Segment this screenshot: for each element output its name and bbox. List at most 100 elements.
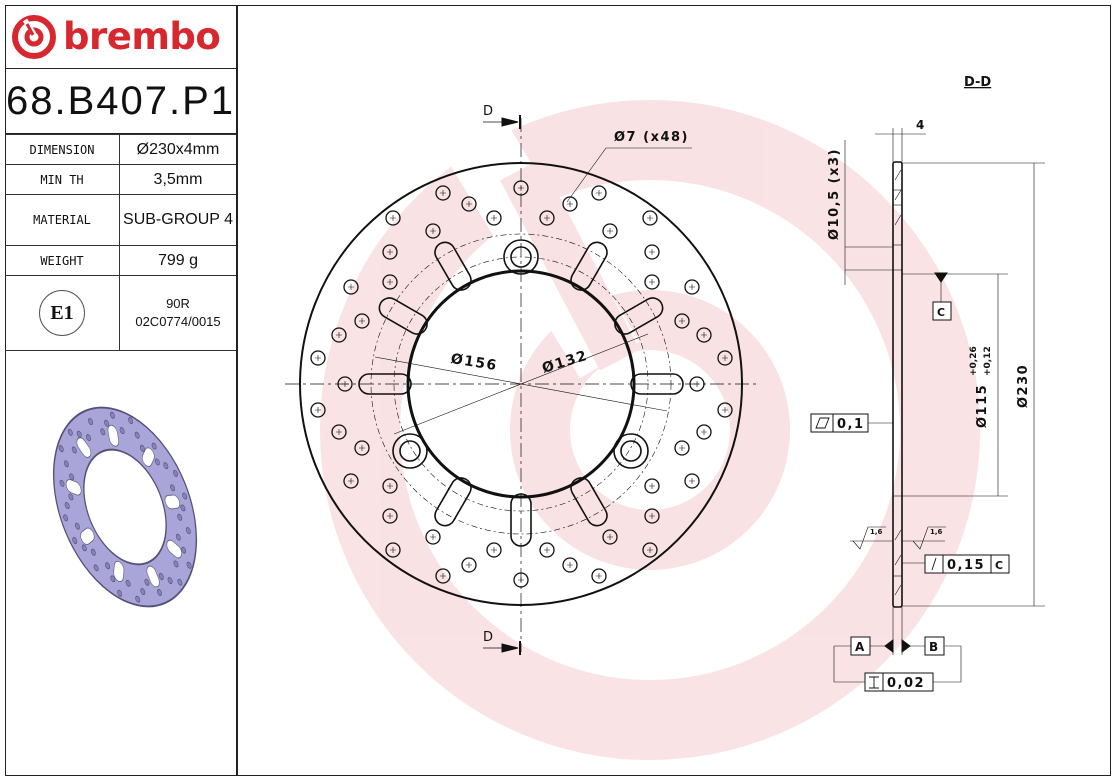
part-number-cell: 68.B407.P1 [5, 69, 236, 134]
inner-tol-upper: +0,26 [969, 346, 979, 376]
mount-holes [392, 239, 649, 469]
drill-hole [642, 210, 658, 226]
spec-row-weight: WEIGHT 799 g [5, 245, 236, 276]
drill-hole [385, 210, 401, 226]
bolt-hole-dim: Ø10,5 (x3) [827, 148, 842, 240]
drill-hole [717, 350, 733, 366]
spec-value: 799 g [119, 245, 236, 276]
datum-c-label: C [937, 306, 945, 319]
drill-hole [717, 402, 733, 418]
drill-hole [674, 313, 690, 329]
drill-hole [602, 529, 618, 545]
parallelism-value: 0,02 [887, 676, 925, 691]
drill-hole [513, 180, 529, 196]
spec-table: DIMENSION Ø230x4mm MIN TH 3,5mm MATERIAL… [5, 134, 236, 351]
inner-tol-lower: +0,12 [983, 346, 993, 376]
flatness-symbol [815, 417, 830, 429]
section-view [810, 128, 1045, 692]
drill-holes [310, 180, 733, 588]
roughness-left: 1,6 [870, 528, 883, 536]
drill-hole [644, 244, 660, 260]
drill-hole [385, 542, 401, 558]
drill-hole [562, 196, 578, 212]
drill-hole [354, 440, 370, 456]
drill-hole [696, 424, 712, 440]
flatness-value: 0,1 [837, 417, 865, 432]
drill-hole [310, 402, 326, 418]
drill-hole [425, 529, 441, 545]
drill-hole [461, 557, 477, 573]
disc-isometric-image [52, 406, 198, 608]
brand-logo: brembo [5, 5, 236, 69]
drill-hole [310, 350, 326, 366]
drill-hole [591, 185, 607, 201]
drill-hole [562, 557, 578, 573]
section-title: D-D [964, 75, 991, 90]
drill-hole [644, 478, 660, 494]
inner-dia-dim: Ø115 [975, 384, 990, 428]
section-marker-bottom: D [483, 630, 493, 645]
spec-label: MIN TH [5, 164, 120, 195]
drill-hole [343, 473, 359, 489]
drill-hole [337, 376, 353, 392]
drawing-frame [5, 5, 1111, 776]
runout-symbol [931, 557, 937, 571]
roughness-right: 1,6 [930, 528, 943, 536]
disc-section [892, 161, 903, 608]
drill-hole [642, 542, 658, 558]
spec-value: SUB-GROUP 4 [119, 194, 236, 246]
slots [358, 241, 684, 547]
drill-hole [486, 210, 502, 226]
parallelism-symbol [869, 676, 879, 689]
e1-approval-mark: E1 [39, 290, 85, 336]
spec-value: Ø230x4mm [119, 134, 236, 165]
drill-hole [461, 196, 477, 212]
drill-hole [539, 542, 555, 558]
drill-hole [684, 473, 700, 489]
drill-hole [644, 508, 660, 524]
drill-hole [425, 223, 441, 239]
drill-hole [343, 279, 359, 295]
drill-hole [539, 210, 555, 226]
runout-datum: C [995, 559, 1003, 572]
drill-hole [382, 244, 398, 260]
brand-name: brembo [63, 15, 221, 58]
outer-dia-dim: Ø230 [1016, 364, 1031, 408]
drill-hole [486, 542, 502, 558]
runout-value: 0,15 [947, 558, 985, 573]
drill-hole [382, 508, 398, 524]
drill-hole [382, 478, 398, 494]
part-number: 68.B407.P1 [5, 78, 236, 123]
drill-hole [331, 424, 347, 440]
title-block: brembo 68.B407.P1 DIMENSION Ø230x4mm MIN… [5, 5, 238, 776]
datum-a-label: A [855, 640, 865, 654]
drill-hole [644, 274, 660, 290]
spec-label: MATERIAL [5, 194, 120, 246]
front-view [285, 115, 760, 655]
cert-number: 02C0774/0015 [135, 314, 221, 329]
cert-text: 90R 02C0774/0015 [119, 275, 236, 351]
dia-156-label: Ø156 [450, 351, 499, 374]
drill-hole [696, 327, 712, 343]
drill-hole [331, 327, 347, 343]
thickness-dim: 4 [916, 118, 924, 132]
cert-mark-cell: E1 [5, 275, 120, 351]
brembo-disc-icon [12, 14, 56, 59]
brembo-watermark [320, 100, 980, 760]
drill-hole [684, 279, 700, 295]
drill-hole [591, 568, 607, 584]
drill-hole [354, 313, 370, 329]
drill-hole [674, 440, 690, 456]
spec-row-certification: E1 90R 02C0774/0015 [5, 275, 236, 351]
drill-hole [602, 223, 618, 239]
datum-b-label: B [929, 640, 938, 654]
hole-callout: Ø7 (x48) [614, 130, 689, 145]
drill-hole [382, 274, 398, 290]
drill-hole [513, 572, 529, 588]
drill-hole [435, 568, 451, 584]
drill-hole [435, 185, 451, 201]
spec-row-material: MATERIAL SUB-GROUP 4 [5, 194, 236, 246]
section-marker-top: D [483, 104, 493, 119]
drill-hole [689, 376, 705, 392]
